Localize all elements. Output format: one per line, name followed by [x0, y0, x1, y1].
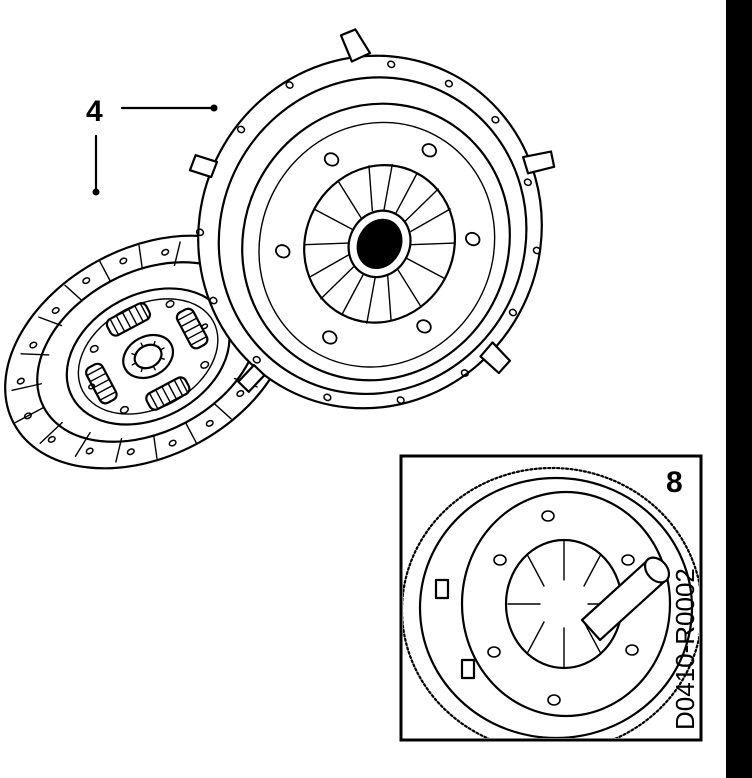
cover-flange-inner-edge: [217, 76, 528, 396]
inset-cover-studs: [487, 510, 639, 706]
inset-panel: 8 D0410-R0002: [399, 454, 703, 742]
hub-rivets: [88, 300, 210, 414]
splined-hub-outer: [122, 333, 175, 380]
leader-dot-clutch-disc: [92, 188, 100, 196]
page-edge-bar: [726, 0, 752, 778]
leader-dot-pressure-plate: [210, 104, 218, 112]
callout-group: 4: [86, 95, 218, 196]
inset-flange-tabs: [434, 578, 476, 680]
hub-splines: [131, 340, 165, 373]
clutch-disc: [4, 234, 292, 470]
damper-springs: [85, 302, 209, 411]
release-bearing-bore: [356, 218, 403, 270]
inset-flywheel: [403, 466, 699, 738]
diaphragm-fingers: [303, 163, 456, 324]
drawing-code: D0410-R0002: [670, 568, 700, 730]
cover-mounting-tabs: [188, 28, 556, 393]
inset-alignment-tool: [580, 556, 671, 642]
inset-callout-label: 8: [666, 466, 683, 499]
callout-label: 4: [86, 95, 103, 128]
pressure-plate: [188, 28, 556, 410]
inset-diaphragm-fingers: [507, 539, 621, 669]
cover-dome-ridge: [258, 121, 496, 368]
cover-stud-holes: [275, 143, 481, 345]
flange-bolt-holes: [195, 60, 541, 404]
